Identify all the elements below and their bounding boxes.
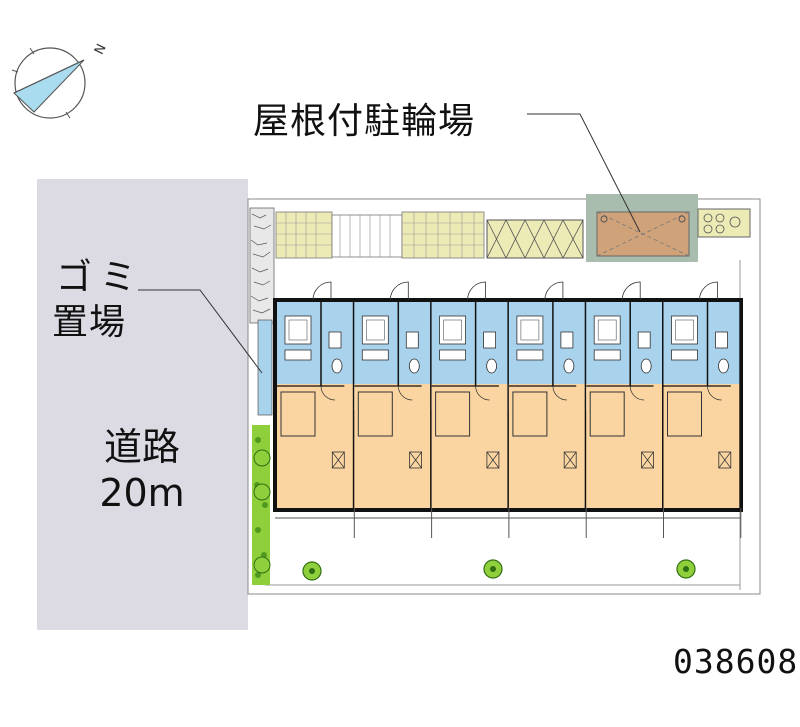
unit-2-entrance-door — [389, 281, 409, 301]
road-label-line1: 道路 — [103, 425, 180, 469]
unit-6-room-door — [707, 385, 722, 401]
unit-5-kitchen — [593, 349, 621, 361]
unit-2-kitchen — [361, 349, 389, 361]
unit-5-sink — [637, 331, 651, 349]
unit-3-room-door — [475, 385, 490, 401]
storage-box-x — [486, 219, 584, 259]
bicycle-parking-post — [678, 215, 686, 223]
unit-1-aircon — [331, 451, 345, 469]
unit-5-toilet — [640, 358, 652, 374]
unit-2-bath — [361, 315, 389, 345]
unit-6-bath — [671, 315, 698, 345]
unit-1-bath — [284, 315, 312, 345]
unit-1-toilet — [331, 358, 343, 374]
tree-3 — [676, 559, 696, 579]
unit-1-sink — [328, 331, 342, 349]
unit-2-living-room — [354, 384, 432, 508]
unit-5-closet — [589, 391, 625, 437]
unit-4-room-door — [552, 385, 567, 401]
unit-2-toilet — [408, 358, 420, 374]
unit-6-closet — [667, 391, 702, 437]
hedge-shrubs — [253, 449, 271, 574]
unit-5-bath-inner — [597, 319, 617, 341]
unit-4-aircon — [563, 451, 577, 469]
outdoor-units-circles — [703, 213, 741, 234]
unit-3-toilet — [486, 358, 498, 374]
unit-6-aircon-x — [718, 451, 732, 469]
apartment-units — [277, 281, 743, 538]
road-label-line2: 20m — [99, 471, 185, 515]
unit-1-closet — [280, 391, 316, 437]
tree-2 — [483, 559, 503, 579]
tile-grid-left — [276, 212, 332, 258]
unit-1-entrance-door — [312, 281, 332, 301]
unit-1-aircon-x — [332, 451, 345, 469]
unit-4-closet — [512, 391, 548, 437]
unit-4-sink — [560, 331, 574, 349]
unit-1-living-room — [277, 384, 355, 508]
property-code: 038608 — [673, 642, 799, 681]
bicycle-parking-post — [600, 215, 608, 223]
unit-3-aircon-x — [486, 451, 500, 469]
unit-5-aircon-x — [641, 451, 654, 469]
unit-3-aircon — [486, 451, 500, 469]
unit-4-entrance-door — [544, 281, 564, 301]
unit-3-sink — [483, 331, 497, 349]
unit-2-closet — [357, 391, 393, 437]
unit-3-bath-inner — [443, 319, 462, 341]
unit-6-aircon — [718, 451, 732, 469]
garbage-area — [257, 319, 273, 416]
unit-6-toilet — [718, 358, 729, 374]
tree-1 — [302, 561, 322, 581]
unit-5-room-door — [629, 385, 645, 401]
unit-3-closet — [435, 391, 471, 437]
garbage-leader — [138, 289, 263, 374]
garbage-label-line2: 置場 — [52, 302, 127, 343]
stairs-lines — [339, 215, 391, 257]
outdoor-units — [697, 208, 751, 238]
tile-area-left — [275, 211, 333, 259]
unit-5-bath — [593, 315, 621, 345]
unit-5-aircon — [641, 451, 654, 469]
hedge-rock-pattern — [250, 213, 272, 314]
unit-4-aircon-x — [563, 451, 577, 469]
unit-3-living-room — [431, 384, 509, 508]
bicycle-parking-label: 屋根付駐輪場 — [253, 101, 476, 142]
unit-2-aircon — [409, 451, 423, 469]
unit-4-living-room — [508, 384, 587, 508]
garbage-label-line1: ゴミ — [56, 257, 145, 298]
unit-1-room-door — [320, 385, 336, 401]
tile-grid-right — [402, 212, 484, 258]
unit-2-bath-inner — [365, 319, 385, 341]
unit-4-kitchen — [516, 349, 544, 361]
stairs — [331, 214, 403, 258]
unit-3-kitchen — [439, 349, 467, 361]
unit-4-bath — [516, 315, 544, 345]
storage-box — [486, 219, 584, 259]
unit-2-sink — [405, 331, 419, 349]
unit-6-living-room — [663, 384, 741, 508]
unit-1-kitchen — [284, 349, 312, 361]
unit-4-toilet — [563, 358, 575, 374]
bicycle-parking-leader — [527, 113, 641, 233]
unit-1-bath-inner — [288, 319, 308, 341]
unit-6-sink — [715, 331, 728, 349]
unit-4-bath-inner — [520, 319, 540, 341]
unit-5-living-room — [586, 384, 664, 508]
compass-icon — [11, 47, 86, 119]
unit-2-room-door — [397, 385, 413, 401]
unit-6-entrance-door — [699, 281, 718, 301]
unit-3-entrance-door — [467, 281, 486, 301]
tile-area-right — [401, 211, 485, 259]
road-area — [37, 179, 248, 630]
unit-6-kitchen — [671, 349, 698, 361]
bicycle-parking-roof-x — [596, 211, 690, 257]
unit-6-bath-inner — [675, 319, 694, 341]
unit-5-entrance-door — [621, 281, 641, 301]
unit-2-aircon-x — [409, 451, 422, 469]
unit-3-bath — [439, 315, 467, 345]
